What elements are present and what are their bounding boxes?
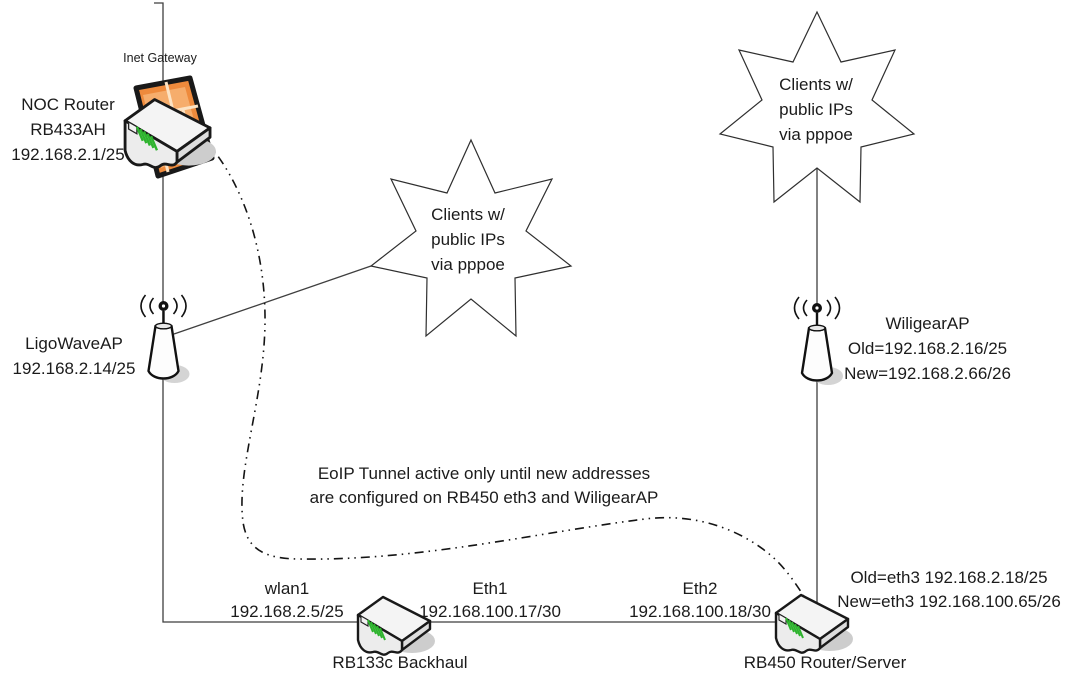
- noc-router-device: [123, 98, 218, 170]
- firewall-router-icon: [123, 75, 218, 179]
- ligowave-clients-line: [173, 265, 372, 335]
- ligowave-antenna-icon: [139, 293, 191, 385]
- clients-center-label: Clients w/ public IPs via pppoe: [431, 205, 505, 274]
- noc-router-label: NOC Router RB433AH 192.168.2.1/25: [11, 95, 125, 164]
- eoip-tunnel-line: [200, 135, 811, 607]
- clients-star-center: [369, 138, 573, 338]
- ligowave-ap-label: LigoWaveAP 192.168.2.14/25: [12, 334, 136, 378]
- eoip-tunnel-note: EoIP Tunnel active only until new addres…: [309, 464, 659, 507]
- eth1-label: Eth1 192.168.100.17/30: [419, 579, 561, 621]
- rb450-eth3-label: Old=eth3 192.168.2.18/25 New=eth3 192.16…: [837, 568, 1061, 611]
- wlan1-label: wlan1 192.168.2.5/25: [230, 579, 344, 621]
- rb450-label: RB450 Router/Server: [743, 653, 907, 672]
- eth2-label: Eth2 192.168.100.18/30: [629, 579, 771, 621]
- clients-right-label: Clients w/ public IPs via pppoe: [779, 75, 853, 144]
- wiligear-ap-label: WiligearAP Old=192.168.2.16/25 New=192.1…: [844, 314, 1011, 383]
- backbone-line: [154, 2, 790, 623]
- inet-gateway-label: Inet Gateway: [123, 51, 197, 65]
- rb133c-label: RB133c Backhaul: [332, 653, 468, 672]
- clients-star-right: [718, 10, 916, 204]
